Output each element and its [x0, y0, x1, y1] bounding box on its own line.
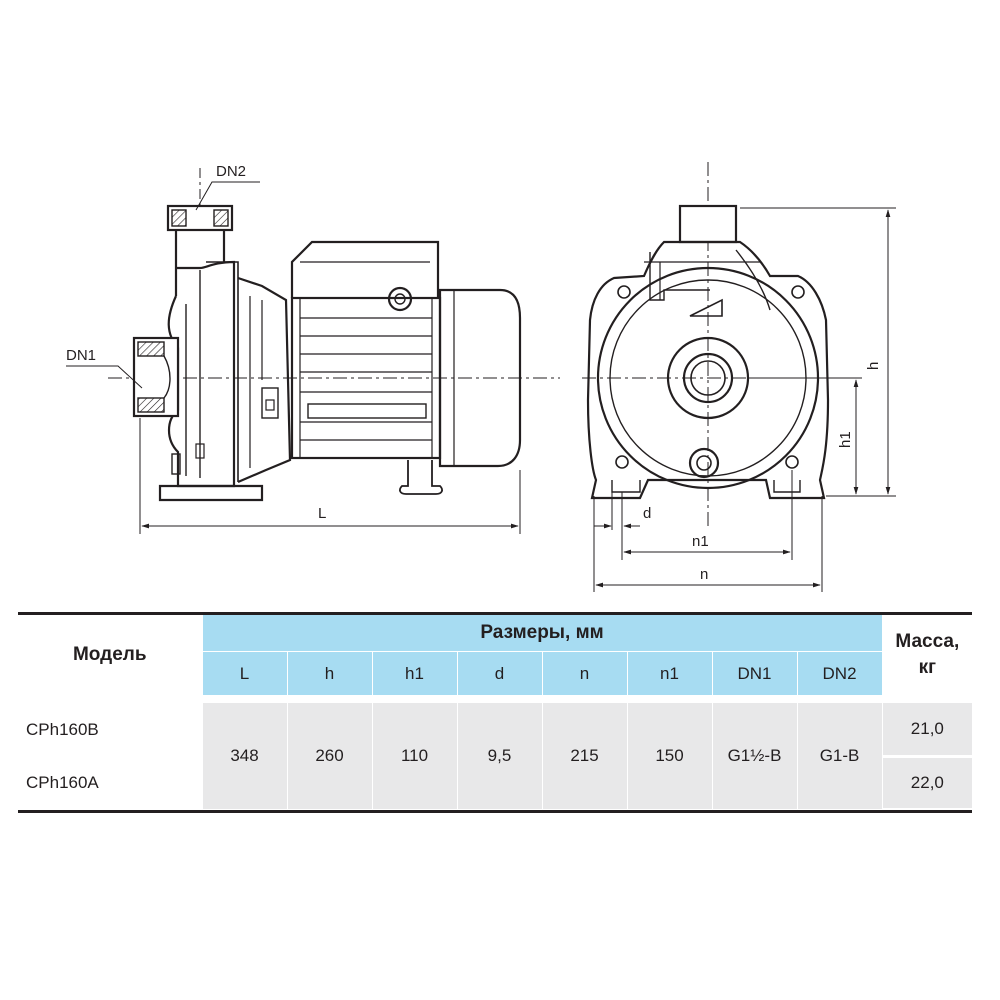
bolt-hole [791, 285, 805, 299]
front-outlet [678, 204, 738, 244]
front-view [582, 162, 862, 530]
value-dn2: G1-B [796, 695, 883, 809]
value-h1: 110 [371, 695, 458, 809]
dn2-leader [195, 181, 260, 211]
label-dn1: DN1 [66, 347, 96, 364]
mass-header-line1: Масса, [895, 631, 960, 652]
housing-foot [158, 484, 264, 502]
value-n1: 150 [626, 695, 713, 809]
label-n1: n1 [692, 533, 709, 550]
table-row: CPh160A 22,0 [18, 754, 973, 810]
dimensions-header: Размеры, мм [201, 611, 883, 652]
label-h1: h1 [837, 431, 854, 448]
col-h1: h1 [371, 651, 458, 700]
label-L: L [318, 505, 326, 522]
fan-cover [438, 288, 522, 468]
col-L: L [201, 651, 288, 700]
value-n: 215 [541, 695, 628, 809]
table-row: CPh160B 348 260 110 9,5 215 150 G1½-B G1… [18, 695, 973, 809]
label-dn2: DN2 [216, 163, 246, 180]
triangle-marker [689, 298, 723, 317]
value-L: 348 [201, 695, 288, 809]
label-n: n [700, 566, 708, 583]
model-header: Модель [18, 612, 202, 699]
mass-value: 22,0 [882, 754, 973, 810]
model-name: CPh160B [18, 695, 202, 756]
hub-inner [690, 360, 726, 396]
label-d: d [643, 505, 651, 522]
bolt-hole [617, 285, 631, 299]
mass-header: Масса, кг [882, 612, 973, 699]
suction-inlet [132, 336, 180, 418]
value-d: 9,5 [456, 695, 543, 809]
motor-bracket [237, 276, 292, 484]
col-n: n [541, 651, 628, 700]
model-name: CPh160A [26, 772, 99, 792]
drain-plug [688, 447, 720, 479]
col-dn1: DN1 [711, 651, 798, 700]
pump-housing [167, 260, 239, 488]
terminal-box [290, 240, 440, 312]
bolt-hole [785, 455, 799, 469]
front-foot-left [611, 480, 641, 493]
mass-value: 21,0 [882, 695, 973, 756]
col-h: h [286, 651, 373, 700]
spec-table: Модель Размеры, мм Масса, кг L h h1 d n … [18, 611, 973, 813]
hub-mid [682, 352, 734, 404]
col-d: d [456, 651, 543, 700]
value-dn1: G1½-B [711, 695, 798, 809]
value-h: 260 [286, 695, 373, 809]
bolt-hole [615, 455, 629, 469]
front-foot-right [773, 480, 801, 493]
pump-dimension-drawing: DN2 DN1 L [66, 162, 896, 592]
mass-header-line2: кг [918, 657, 937, 678]
front-body [586, 240, 830, 500]
col-dn2: DN2 [796, 651, 883, 700]
front-dimensions [593, 207, 896, 592]
discharge-outlet [166, 204, 234, 296]
label-h: h [865, 362, 882, 370]
side-view [108, 168, 560, 502]
side-dimensions [66, 181, 521, 534]
dn1-leader [66, 365, 143, 389]
motor-foot [399, 460, 443, 495]
col-n1: n1 [626, 651, 713, 700]
